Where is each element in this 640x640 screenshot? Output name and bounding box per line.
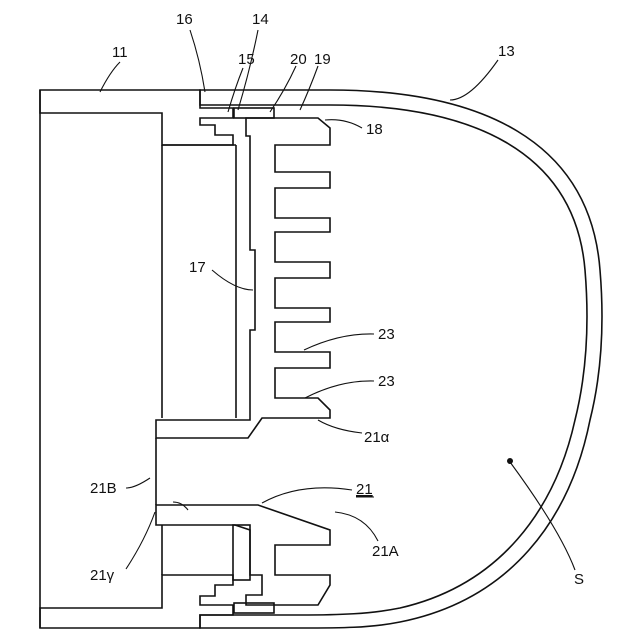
label-11: 11 bbox=[112, 44, 128, 61]
housing-11 bbox=[40, 90, 233, 628]
label-21-alpha: 21α bbox=[364, 429, 390, 446]
label-21B: 21B bbox=[90, 480, 117, 497]
label-19: 19 bbox=[314, 51, 331, 68]
bag-13 bbox=[200, 90, 602, 628]
label-17: 17 bbox=[189, 259, 206, 276]
seal-14 bbox=[234, 108, 274, 613]
label-23-lower: 23 bbox=[378, 373, 395, 390]
label-18: 18 bbox=[366, 121, 383, 138]
point-s-marker bbox=[507, 458, 513, 464]
valve-body-21 bbox=[156, 118, 330, 605]
label-15: 15 bbox=[238, 51, 255, 68]
label-21-gamma: 21γ bbox=[90, 567, 115, 584]
leader-lines bbox=[100, 30, 575, 570]
label-14: 14 bbox=[252, 11, 269, 28]
label-16: 16 bbox=[176, 11, 193, 28]
label-13: 13 bbox=[498, 43, 515, 60]
label-20: 20 bbox=[290, 51, 307, 68]
label-S: S bbox=[574, 571, 584, 588]
reference-numerals: 11 16 14 15 20 19 13 18 17 23 23 21α 21B… bbox=[90, 11, 584, 588]
label-21: 21 bbox=[356, 481, 373, 498]
label-21A: 21A bbox=[372, 543, 399, 560]
label-23-upper: 23 bbox=[378, 326, 395, 343]
